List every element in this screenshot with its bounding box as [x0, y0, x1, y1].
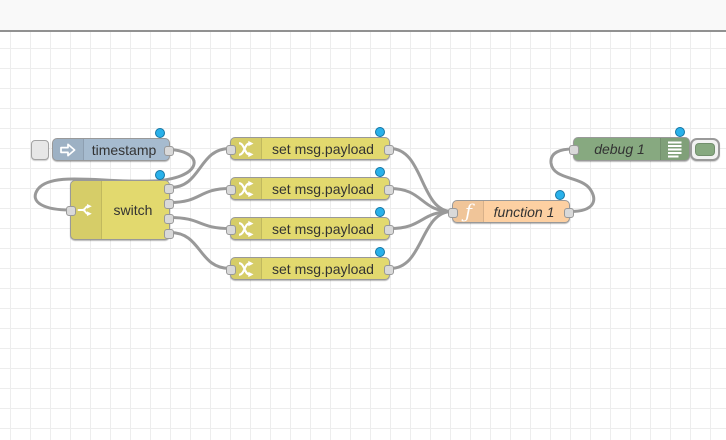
debug-list-icon: [660, 138, 689, 160]
input-port[interactable]: [226, 224, 236, 235]
changed-badge: [555, 190, 565, 200]
wire-switch1-to-change2[interactable]: [169, 187, 231, 204]
output-port-1[interactable]: [384, 184, 394, 195]
wire-function1-to-debug1[interactable]: [549, 147, 596, 213]
inject-button[interactable]: [31, 139, 49, 160]
changed-badge: [155, 128, 165, 138]
switch-fork-icon: [71, 181, 102, 239]
node-debug-debug1[interactable]: debug 1: [569, 127, 720, 161]
node-switch-switch1[interactable]: switch: [66, 170, 174, 240]
changed-badge: [155, 170, 165, 180]
changed-badge: [375, 247, 385, 257]
wire-change1-to-function1[interactable]: [389, 147, 453, 213]
node-label: set msg.payload: [272, 220, 374, 237]
input-port[interactable]: [66, 206, 76, 216]
svg-text:ƒ: ƒ: [461, 201, 475, 223]
wire-switch1-to-change1[interactable]: [169, 147, 231, 189]
change-crossed-arrows-icon: [231, 218, 262, 239]
node-label: timestamp: [91, 141, 157, 158]
node-label: debug 1: [594, 141, 645, 157]
editor-header-strip: [0, 0, 726, 32]
node-change-change4[interactable]: set msg.payload: [226, 247, 394, 280]
output-port-1[interactable]: [384, 224, 394, 235]
node-label: switch: [113, 202, 153, 218]
node-label: set msg.payload: [272, 180, 374, 197]
output-port-1[interactable]: [164, 183, 174, 194]
inject-arrow-icon: [53, 139, 84, 160]
input-port[interactable]: [226, 184, 236, 195]
change-crossed-arrows-icon: [231, 178, 262, 199]
node-change-change2[interactable]: set msg.payload: [226, 167, 394, 200]
node-label: set msg.payload: [272, 260, 374, 277]
wire-switch1-to-change3[interactable]: [169, 216, 231, 230]
output-port-4[interactable]: [164, 228, 174, 239]
output-port-1[interactable]: [384, 144, 394, 155]
node-function-function1[interactable]: ƒ function 1: [448, 190, 574, 223]
function-f-icon: ƒ: [453, 201, 484, 222]
changed-badge: [375, 207, 385, 217]
output-port-3[interactable]: [164, 213, 174, 224]
change-crossed-arrows-icon: [231, 258, 262, 279]
node-change-change3[interactable]: set msg.payload: [226, 207, 394, 240]
changed-badge: [375, 127, 385, 137]
node-inject-inject1[interactable]: timestamp: [31, 128, 174, 161]
output-port-1[interactable]: [164, 145, 174, 156]
output-port-1[interactable]: [384, 264, 394, 275]
output-port-1[interactable]: [564, 207, 574, 218]
node-label: function 1: [493, 203, 555, 220]
wire-change4-to-function1[interactable]: [389, 210, 453, 270]
debug-toggle-button[interactable]: [690, 138, 720, 161]
debug-toggle-state: [695, 143, 715, 156]
input-port[interactable]: [448, 207, 458, 218]
output-port-2[interactable]: [164, 198, 174, 209]
wire-inject1-to-switch1[interactable]: [33, 148, 196, 212]
input-port[interactable]: [226, 264, 236, 275]
changed-badge: [375, 167, 385, 177]
changed-badge: [675, 127, 685, 137]
change-crossed-arrows-icon: [231, 138, 262, 159]
node-change-change1[interactable]: set msg.payload: [226, 127, 394, 160]
node-label: set msg.payload: [272, 140, 374, 157]
input-port[interactable]: [569, 145, 579, 155]
input-port[interactable]: [226, 144, 236, 155]
wire-switch1-to-change4[interactable]: [169, 231, 231, 270]
